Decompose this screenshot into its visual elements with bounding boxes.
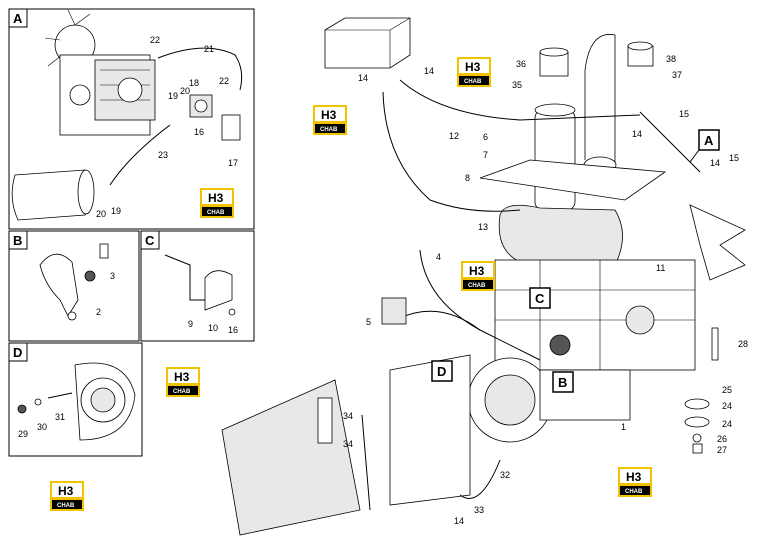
label: 4 [436, 252, 441, 262]
label: 17 [228, 158, 238, 168]
svg-text:H3: H3 [465, 60, 481, 74]
label: 37 [672, 70, 682, 80]
label: 20 [96, 209, 106, 219]
label: 31 [55, 412, 65, 422]
svg-text:CHAB: CHAB [464, 79, 482, 85]
label: 1 [621, 422, 626, 432]
inset-b-letter: B [13, 233, 22, 248]
svg-text:C: C [535, 291, 545, 306]
label: 35 [512, 80, 522, 90]
svg-text:H3: H3 [174, 370, 190, 384]
label: 14 [424, 66, 434, 76]
label: 12 [449, 131, 459, 141]
svg-text:D: D [437, 364, 446, 379]
svg-text:CHAB: CHAB [320, 127, 338, 133]
label: 25 [722, 385, 732, 395]
label: 36 [516, 59, 526, 69]
label: 18 [189, 78, 199, 88]
inset-d: D 29 30 31 [8, 342, 143, 457]
inset-a-labels: 22 21 18 20 22 19 16 17 23 20 19 [96, 35, 238, 219]
callout-c: C [529, 287, 551, 309]
label: 34 [343, 439, 353, 449]
inset-a-engine-drawing [44, 9, 156, 136]
svg-text:CHAB: CHAB [207, 210, 225, 216]
label: 26 [717, 434, 727, 444]
inset-a: A 22 21 18 20 [8, 8, 255, 230]
svg-text:B: B [558, 375, 567, 390]
brand-logo: H3 CHAB [313, 105, 347, 135]
label: 10 [208, 323, 218, 333]
svg-text:H3: H3 [321, 108, 337, 122]
brand-logo: H3 CHAB [461, 261, 495, 291]
label: 9 [188, 319, 193, 329]
svg-text:CHAB: CHAB [57, 503, 75, 509]
label: 14 [710, 158, 720, 168]
svg-text:CHAB: CHAB [468, 283, 486, 289]
svg-text:CHAB: CHAB [173, 389, 191, 395]
inset-c-letter: C [145, 233, 155, 248]
brand-logo: H3 CHAB [50, 481, 84, 511]
label: 33 [474, 505, 484, 515]
label: 14 [358, 73, 368, 83]
label: 2 [96, 307, 101, 317]
inset-d-letter: D [13, 345, 22, 360]
brand-logo: H3 CHAB [618, 467, 652, 497]
label: 24 [722, 419, 732, 429]
svg-text:H3: H3 [58, 484, 74, 498]
main-assembly-drawing [221, 17, 746, 536]
label: 19 [111, 206, 121, 216]
brand-logo: H3 CHAB [166, 367, 200, 397]
label: 22 [219, 76, 229, 86]
brand-logo: H3 CHAB [457, 57, 491, 87]
svg-text:H3: H3 [469, 264, 485, 278]
label: 22 [150, 35, 160, 45]
label: 8 [465, 173, 470, 183]
label: 19 [168, 91, 178, 101]
label: 38 [666, 54, 676, 64]
label: 20 [180, 86, 190, 96]
inset-a-letter: A [13, 11, 23, 26]
label: 29 [18, 429, 28, 439]
label: 14 [454, 516, 464, 526]
inset-c: C 9 10 16 [140, 230, 255, 342]
label: 21 [204, 44, 214, 54]
svg-text:H3: H3 [208, 191, 224, 205]
svg-text:A: A [704, 133, 714, 148]
label: 3 [110, 271, 115, 281]
callout-d: D [431, 360, 453, 382]
label: 32 [500, 470, 510, 480]
label: 30 [37, 422, 47, 432]
svg-text:CHAB: CHAB [625, 489, 643, 495]
callout-b: B [552, 371, 574, 393]
brand-logo: H3 CHAB [200, 188, 234, 218]
main-part-labels: 14 14 36 35 38 37 6 7 8 12 14 15 14 15 1… [343, 54, 748, 526]
svg-text:H3: H3 [626, 470, 642, 484]
inset-a-tank [11, 169, 95, 221]
label: 13 [478, 222, 488, 232]
label: 15 [679, 109, 689, 119]
label: 5 [366, 317, 371, 327]
label: 27 [717, 445, 727, 455]
label: 16 [228, 325, 238, 335]
callout-a: A [689, 129, 720, 163]
label: 11 [656, 263, 665, 273]
label: 6 [483, 132, 488, 142]
label: 34 [343, 411, 353, 421]
label: 14 [632, 129, 642, 139]
label: 24 [722, 401, 732, 411]
inset-a-pump [189, 94, 241, 141]
label: 7 [483, 150, 488, 160]
label: 28 [738, 339, 748, 349]
label: 15 [729, 153, 739, 163]
label: 23 [158, 150, 168, 160]
inset-b: B 3 2 [8, 230, 140, 342]
label: 16 [194, 127, 204, 137]
